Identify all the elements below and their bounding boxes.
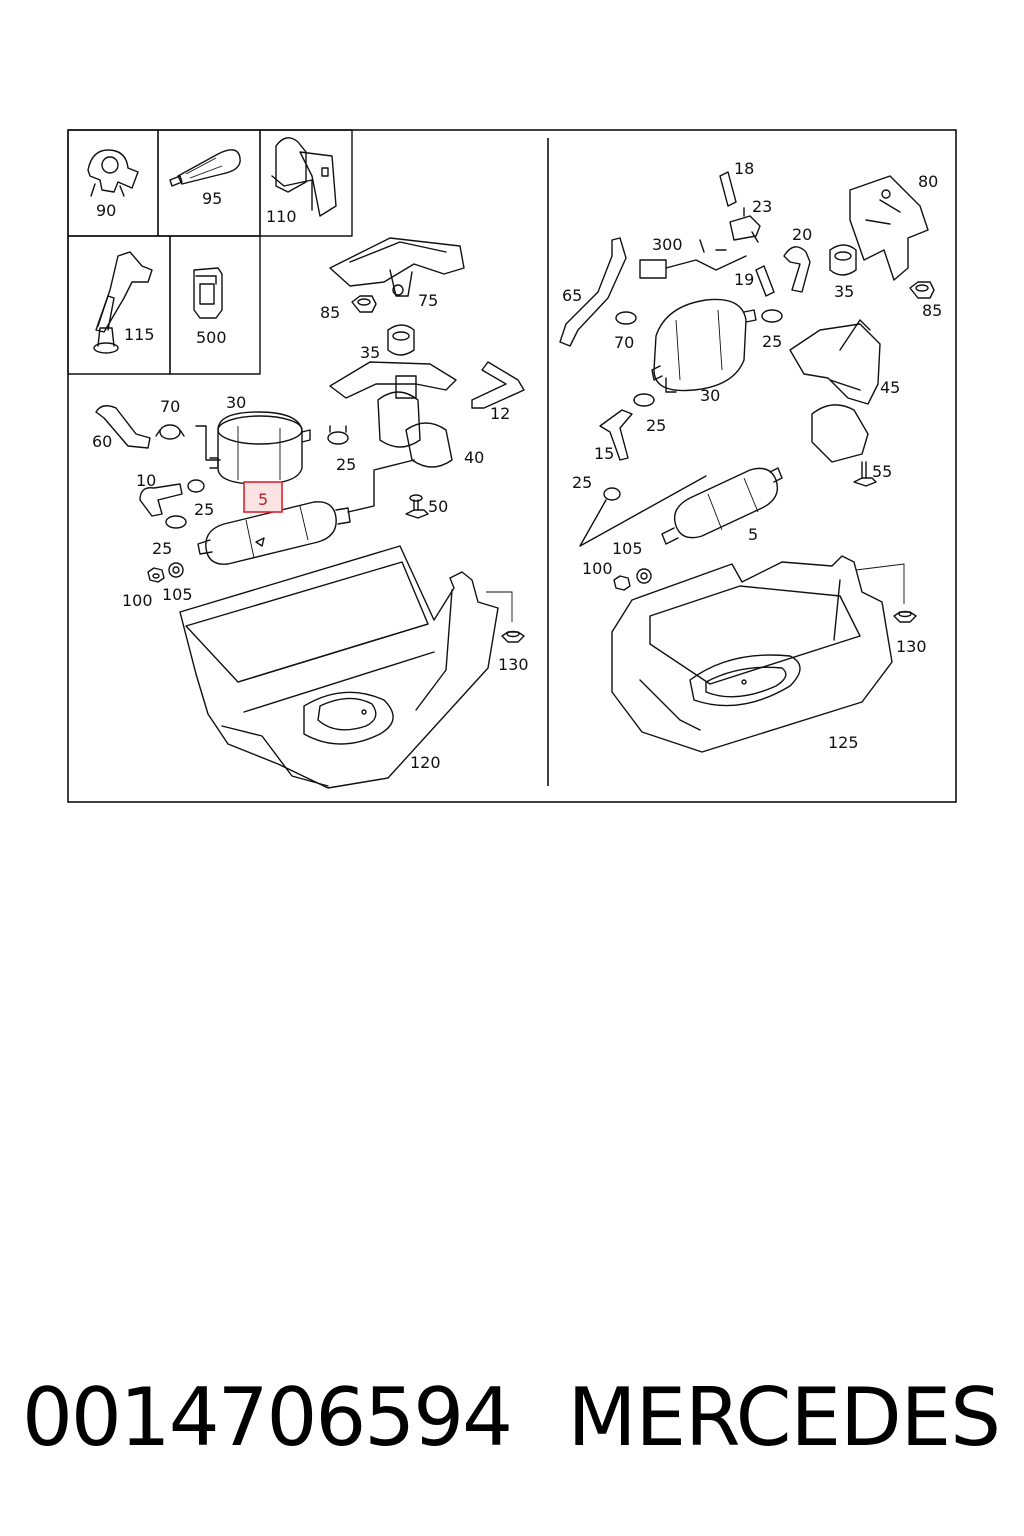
label-30a: 30 — [226, 393, 246, 412]
fuel-pump-5a-drawing — [197, 459, 415, 565]
clamp-70b-drawing — [615, 311, 637, 325]
clamp-25b-drawing — [187, 479, 205, 493]
nut-85-drawing — [351, 295, 377, 313]
label-25c: 25 — [152, 539, 172, 558]
clamp-25f-drawing — [579, 475, 707, 547]
clamp-25a-drawing — [327, 425, 349, 445]
label-15: 15 — [594, 444, 614, 463]
label-23: 23 — [752, 197, 772, 216]
valve-23-drawing — [729, 207, 761, 243]
label-50: 50 — [428, 497, 448, 516]
inset-grid — [67, 129, 353, 375]
label-10: 10 — [136, 471, 156, 490]
highlight-box — [243, 481, 283, 513]
strap-40-drawing — [329, 361, 457, 468]
hose-10-drawing — [139, 483, 183, 517]
label-25a: 25 — [336, 455, 356, 474]
footer: 0014706594 MERCEDES — [0, 1370, 1024, 1470]
fuel-pump-5b-drawing — [661, 467, 783, 545]
label-70b: 70 — [614, 333, 634, 352]
brand-name: MERCEDES — [567, 1371, 1001, 1464]
clamp-25e-drawing — [633, 393, 655, 407]
tray-125-drawing — [611, 555, 893, 753]
label-90: 90 — [96, 201, 116, 220]
label-25b: 25 — [194, 500, 214, 519]
holder-115-drawing — [93, 251, 153, 354]
parts-diagram: 90 95 110 115 500 85 75 35 60 70 30 25 1… — [67, 129, 957, 803]
label-5b: 5 — [748, 525, 758, 544]
hose-18-drawing — [719, 171, 737, 207]
label-30b: 30 — [700, 386, 720, 405]
label-70a: 70 — [160, 397, 180, 416]
filter-30b-drawing — [651, 298, 757, 393]
tray-120-drawing — [179, 545, 499, 789]
bracket-45-drawing — [789, 319, 881, 463]
label-45: 45 — [880, 378, 900, 397]
hose-65-drawing — [559, 237, 627, 347]
label-105a: 105 — [162, 585, 193, 604]
parts-diagram-svg: 90 95 110 115 500 85 75 35 60 70 30 25 1… — [67, 129, 957, 803]
callout-labels: 90 95 110 115 500 85 75 35 60 70 30 25 1… — [92, 159, 942, 772]
label-120: 120 — [410, 753, 441, 772]
label-20: 20 — [792, 225, 812, 244]
bolt-50-drawing — [405, 494, 429, 519]
label-65: 65 — [562, 286, 582, 305]
hose-60-drawing — [95, 405, 151, 449]
label-75: 75 — [418, 291, 438, 310]
label-100a: 100 — [122, 591, 153, 610]
nut-100a-drawing — [147, 567, 165, 583]
label-25e: 25 — [646, 416, 666, 435]
label-110: 110 — [266, 207, 297, 226]
label-105b: 105 — [612, 539, 643, 558]
label-130a: 130 — [498, 655, 529, 674]
hose-12-drawing — [471, 361, 525, 409]
mount-35b-drawing — [829, 244, 857, 276]
label-125: 125 — [828, 733, 859, 752]
nut-130b-drawing — [855, 563, 917, 623]
label-85b: 85 — [922, 301, 942, 320]
bolt-55-drawing — [853, 461, 877, 487]
clamp-25c-drawing — [165, 515, 187, 529]
label-35b: 35 — [834, 282, 854, 301]
label-5a-highlighted: 5 — [258, 490, 268, 509]
label-100b: 100 — [582, 559, 613, 578]
label-300: 300 — [652, 235, 683, 254]
label-85a: 85 — [320, 303, 340, 322]
label-18: 18 — [734, 159, 754, 178]
hose-19-drawing — [755, 265, 775, 297]
cable-tie-95-drawing — [169, 149, 241, 187]
mount-35a-drawing — [387, 324, 415, 356]
label-80: 80 — [918, 172, 938, 191]
hose-15-drawing — [599, 409, 633, 461]
label-25d: 25 — [762, 332, 782, 351]
label-60: 60 — [92, 432, 112, 451]
label-115: 115 — [124, 325, 155, 344]
sensor-300-drawing — [639, 239, 747, 279]
label-25f: 25 — [572, 473, 592, 492]
bracket-75-drawing — [329, 237, 465, 297]
nut-100b-drawing — [613, 575, 631, 591]
label-19: 19 — [734, 270, 754, 289]
clamp-25d-drawing — [761, 309, 783, 323]
clip-90-drawing — [87, 149, 139, 197]
label-35a: 35 — [360, 343, 380, 362]
bracket-80-drawing — [849, 175, 929, 281]
bracket-110-drawing — [271, 137, 337, 217]
label-500: 500 — [196, 328, 227, 347]
washer-105a-drawing — [168, 562, 184, 578]
label-130b: 130 — [896, 637, 927, 656]
clamp-70a-drawing — [155, 424, 185, 440]
label-40: 40 — [464, 448, 484, 467]
label-55: 55 — [872, 462, 892, 481]
washer-105b-drawing — [636, 568, 652, 584]
nut-85b-drawing — [909, 281, 935, 299]
label-12: 12 — [490, 404, 510, 423]
clip-500-drawing — [193, 267, 223, 319]
nut-130a-drawing — [486, 591, 525, 643]
part-number: 0014706594 — [22, 1371, 513, 1464]
label-95: 95 — [202, 189, 222, 208]
filter-30a-drawing — [195, 411, 311, 485]
hose-20-drawing — [783, 246, 811, 293]
